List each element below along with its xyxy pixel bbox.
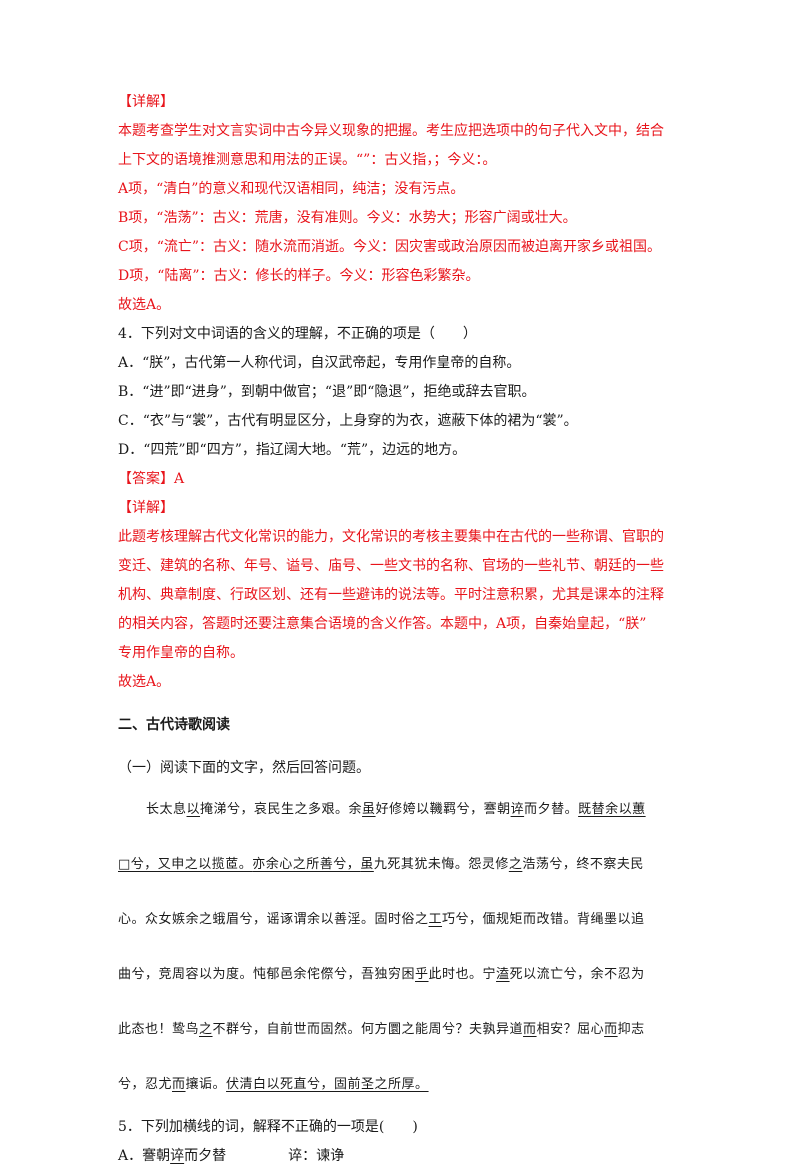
question-4-option-a: A．“朕”，古代第一人称代词，自汉武帝起，专用作皇帝的自称。 bbox=[118, 355, 521, 371]
explanation-line: 本题考查学生对文言实词中古今异义现象的把握。考生应把选项中的句子代入文中，结合 bbox=[118, 123, 664, 139]
poem-line: □兮，又申之以揽茝。亦余心之所善兮，虽九死其犹未悔。怨灵修之浩荡兮，终不察夫民 bbox=[118, 857, 644, 872]
poem-passage: 长太息以掩涕兮，哀民生之多艰。余虽好修姱以鞿羁兮，謇朝谇而夕替。既替余以蕙 □兮… bbox=[118, 800, 684, 1095]
explanation-line: 专用作皇帝的自称。 bbox=[118, 645, 244, 661]
question-4-option-c: C．“衣”与“裳”，古代有明显区分，上身穿的为衣，遮蔽下体的裙为“裳”。 bbox=[118, 413, 578, 429]
explanation-line: C项，“流亡”：古义：随水流而消逝。今义：因灾害或政治原因而被迫离开家乡或祖国。 bbox=[118, 239, 662, 255]
explanation-line: 上下文的语境推测意思和用法的正误。“”：古义指，；今义：。 bbox=[118, 152, 497, 168]
poem-line: 兮，忍尤而攘诟。伏清白以死直兮，固前圣之所厚。 bbox=[118, 1077, 429, 1092]
explanation-line: A项，“清白”的意义和现代汉语相同，纯洁；没有污点。 bbox=[118, 181, 465, 197]
detail-header: 【详解】 bbox=[118, 500, 174, 516]
choose-answer: 故选A。 bbox=[118, 297, 171, 313]
question-4-option-d: D．“四荒”即“四方”，指辽阔大地。“荒”，边远的地方。 bbox=[118, 442, 467, 458]
answer-value: A bbox=[174, 471, 185, 487]
explanation-line: 此题考核理解古代文化常识的能力，文化常识的考核主要集中在古代的一些称谓、官职的 bbox=[118, 529, 664, 545]
answer-tag: 【答案】 bbox=[118, 471, 174, 487]
section-title: 二、古代诗歌阅读 bbox=[118, 717, 230, 733]
document-page: 【详解】 本题考查学生对文言实词中古今异义现象的把握。考生应把选项中的句子代入文… bbox=[118, 92, 684, 1166]
explanation-line: 的相关内容，答题时还要注意集合语境的含义作答。本题中，A项，自秦始皇起，“朕” bbox=[118, 616, 647, 632]
question-4-option-b: B．“进”即“进身”，到朝中做官；“退”即“隐退”，拒绝或辞去官职。 bbox=[118, 384, 536, 400]
poem-line: 长太息以掩涕兮，哀民生之多艰。余虽好修姱以鞿羁兮，謇朝谇而夕替。既替余以蕙 bbox=[146, 802, 646, 817]
question-4-stem: 4．下列对文中词语的含义的理解，不正确的项是（ ） bbox=[118, 326, 477, 342]
poem-line: 此态也！鸷鸟之不群兮，自前世而固然。何方圜之能周兮？夫孰异道而相安？屈心而抑志 bbox=[118, 1022, 645, 1037]
explanation-line: 机构、典章制度、行政区划、还有一些避讳的说法等。平时注意积累，尤其是课本的注释 bbox=[118, 587, 664, 603]
question-5-option-a: A．謇朝谇而夕替谇：谏诤 bbox=[118, 1148, 345, 1164]
question-5-stem: 5．下列加横线的词，解释不正确的一项是( ) bbox=[118, 1119, 418, 1135]
explanation-line: D项，“陆离”：古义：修长的样子。今义：形容色彩繁杂。 bbox=[118, 268, 480, 284]
detail-header: 【详解】 bbox=[118, 94, 174, 110]
explanation-line: B项，“浩荡”：古义：荒唐，没有准则。今义：水势大；形容广阔或壮大。 bbox=[118, 210, 577, 226]
answer-line: 【答案】A bbox=[118, 469, 684, 489]
explanation-line: 变迁、建筑的名称、年号、谥号、庙号、一些文书的名称、官场的一些礼节、朝廷的一些 bbox=[118, 558, 664, 574]
poem-line: 曲兮，竞周容以为度。忳郁邑余侘傺兮，吾独穷困乎此时也。宁溘死以流亡兮，余不忍为 bbox=[118, 967, 645, 982]
choose-answer: 故选A。 bbox=[118, 674, 171, 690]
poem-line: 心。众女嫉余之蛾眉兮，谣诼谓余以善淫。固时俗之工巧兮，偭规矩而改错。背绳墨以追 bbox=[118, 912, 645, 927]
reading-instruction: （一）阅读下面的文字，然后回答问题。 bbox=[118, 760, 370, 776]
